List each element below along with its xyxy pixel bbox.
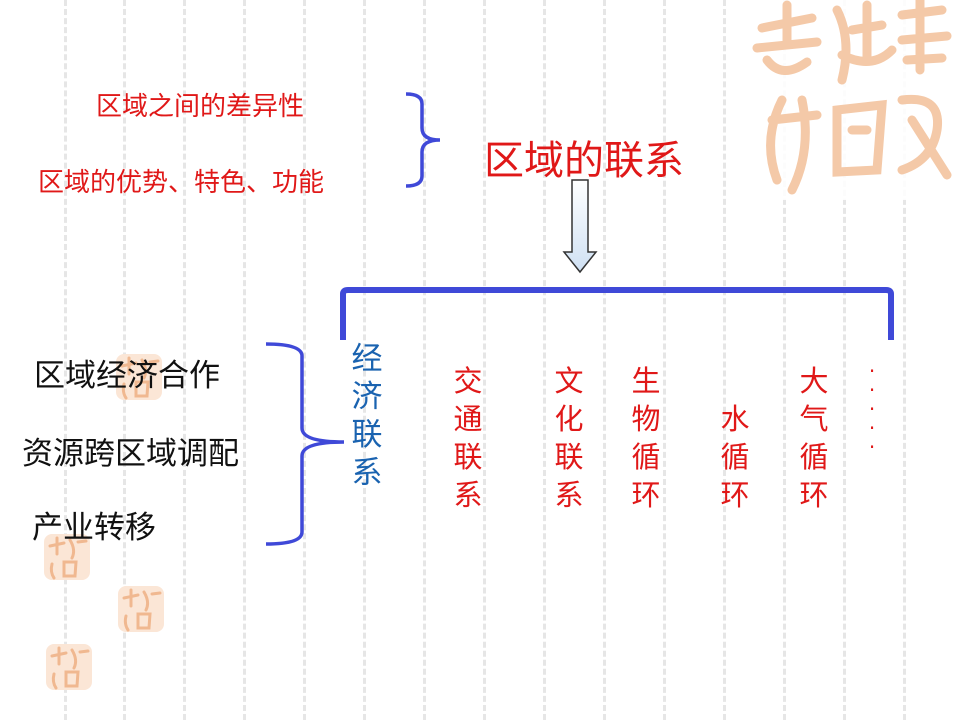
cultural-link: 文化联系 — [554, 364, 584, 512]
resource-allocation-item: 资源跨区域调配 — [22, 436, 239, 472]
transport-link: 交通联系 — [453, 364, 483, 512]
biological-cycle: 生物循环 — [631, 364, 661, 512]
auspicious-logo-small-2 — [44, 534, 90, 580]
auspicious-logo-large — [742, 0, 960, 200]
ellipsis-dots: ····· — [868, 359, 876, 459]
main-title: 区域的联系 — [484, 138, 684, 184]
connection-bracket — [340, 287, 894, 340]
atmospheric-cycle: 大气循环 — [799, 364, 829, 512]
economic-cooperation-item: 区域经济合作 — [34, 358, 220, 394]
difference-item: 区域之间的差异性 — [96, 92, 305, 122]
advantage-item: 区域的优势、特色、功能 — [38, 168, 325, 198]
economic-link-label: 经济联系 — [351, 341, 383, 491]
top-brace — [405, 92, 441, 188]
auspicious-logo-small-1 — [116, 354, 162, 400]
auspicious-logo-small-4 — [46, 644, 92, 690]
left-brace — [265, 342, 345, 546]
industry-transfer-item: 产业转移 — [32, 510, 156, 546]
down-arrow-icon — [562, 179, 598, 274]
auspicious-logo-small-3 — [118, 586, 164, 632]
water-cycle: 水循环 — [720, 402, 750, 512]
